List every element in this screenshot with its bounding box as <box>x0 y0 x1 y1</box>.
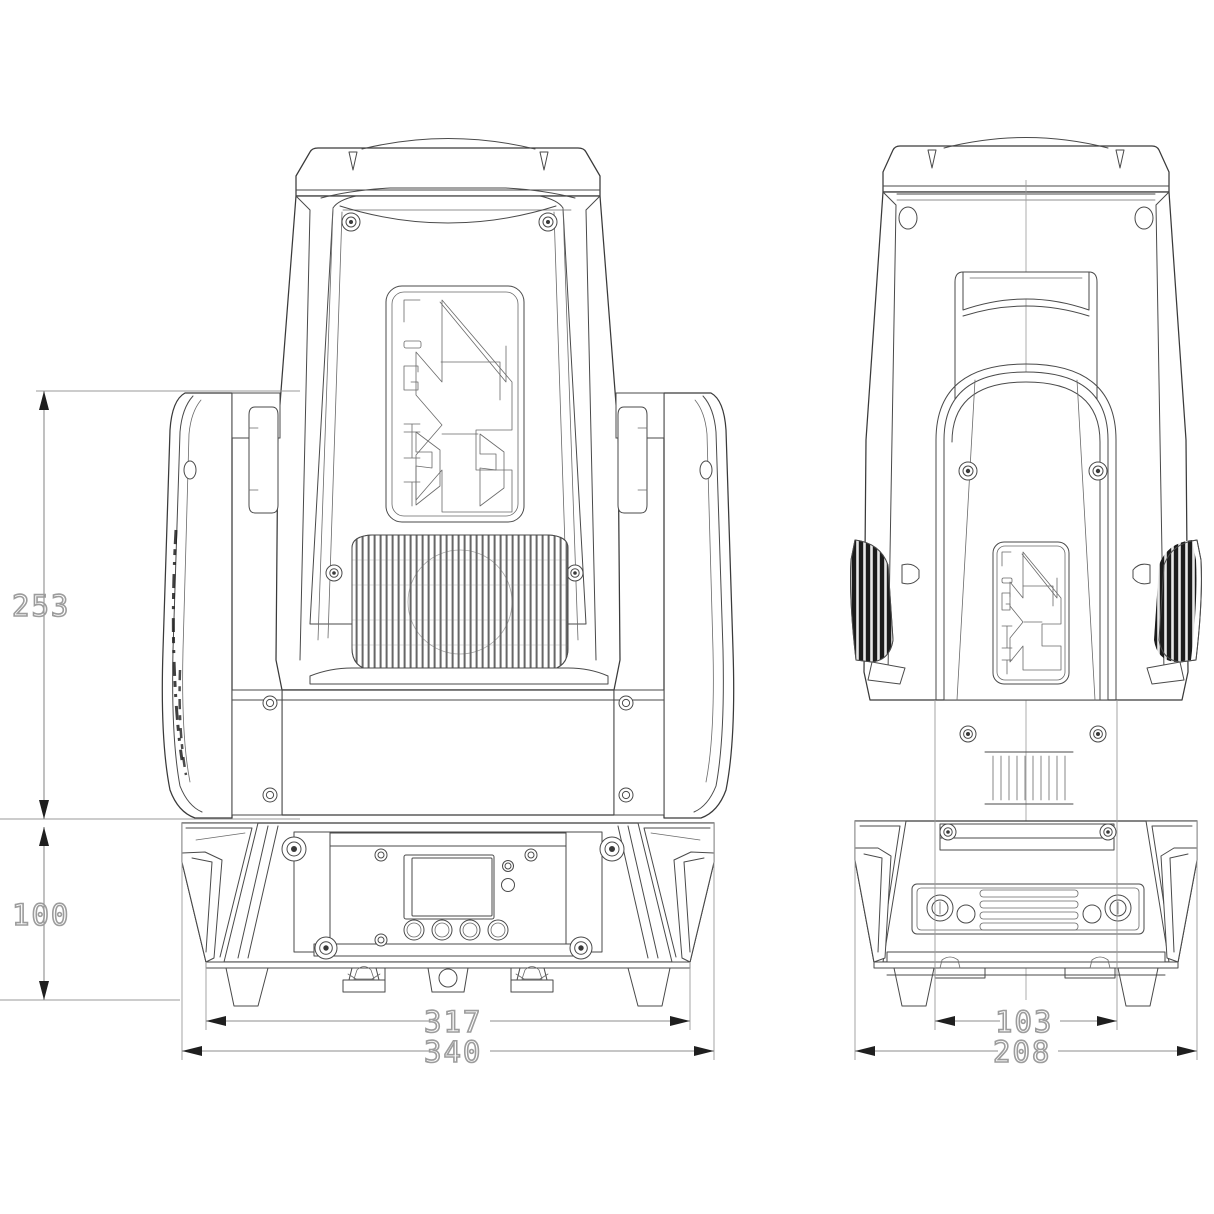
front-view <box>161 138 735 1007</box>
screw-panel-left <box>374 848 388 862</box>
screw-yoke-right-upper <box>618 695 634 711</box>
side-tab-left <box>901 563 920 585</box>
side-grille-right <box>1146 539 1202 685</box>
side-base-screw-left <box>939 823 957 841</box>
dim-317-label: 317 <box>424 1005 482 1039</box>
afx-mark <box>415 299 513 513</box>
dim-208: 208 <box>855 1034 1197 1070</box>
dimension-annotations: 253 100 317 340 <box>0 390 1198 1070</box>
side-screw-right <box>1088 461 1108 481</box>
screw-base-bottom-left <box>314 936 338 960</box>
afx-mark-side <box>1009 551 1062 671</box>
rear-vent-slats <box>979 889 1079 931</box>
base-underside-side <box>873 956 1179 1007</box>
logo-plate-front <box>385 285 525 523</box>
side-grille-left <box>850 539 906 685</box>
rear-connector-panel <box>911 883 1145 935</box>
screw-yoke-right-lower <box>618 787 634 803</box>
screw-yoke-left-upper <box>262 695 278 711</box>
side-screw-lower-left <box>959 725 977 743</box>
omega-bracket-right <box>510 966 554 993</box>
yoke-arm-left <box>161 392 283 819</box>
screw-yoke-left-lower <box>262 787 278 803</box>
lcd-display[interactable] <box>411 857 493 917</box>
screw-head-mid-right <box>566 564 584 582</box>
side-base-screw-right <box>1099 823 1117 841</box>
control-panel[interactable] <box>403 854 515 941</box>
logo-light-text-side <box>1001 551 1013 675</box>
connector-hole-left <box>956 904 976 924</box>
logo-light-text <box>403 299 422 507</box>
fan-grille-front <box>351 534 569 671</box>
dim-208-label: 208 <box>993 1035 1051 1069</box>
screw-head-top-right <box>538 212 558 232</box>
connector-hole-right <box>1082 904 1102 924</box>
side-screw-left <box>958 461 978 481</box>
menu-button-2[interactable] <box>431 919 453 941</box>
menu-button-4[interactable] <box>487 919 509 941</box>
head-bottom-skirt <box>281 667 615 816</box>
side-view <box>850 137 1202 1007</box>
screw-head-mid-left <box>325 564 343 582</box>
dim-103-label: 103 <box>995 1005 1053 1039</box>
screw-base-bottom-right <box>569 936 593 960</box>
dim-253: 253 <box>11 391 70 819</box>
dim-340: 340 <box>182 1034 714 1070</box>
screw-base-top-right <box>599 836 625 862</box>
dim-100-label: 100 <box>12 898 70 932</box>
yoke-arm-right <box>613 392 735 819</box>
menu-button-1[interactable] <box>403 919 425 941</box>
dim-253-label: 253 <box>12 589 70 623</box>
screw-head-top-left <box>341 212 361 232</box>
screw-panel-right <box>524 848 538 862</box>
base-housing-side <box>854 820 1198 963</box>
side-screw-lower-right <box>1089 725 1107 743</box>
side-vent-slots <box>984 751 1074 805</box>
menu-button-3[interactable] <box>459 919 481 941</box>
base-underside-front <box>205 961 691 1007</box>
side-tab-right <box>1132 563 1151 585</box>
dim-100: 100 <box>11 827 70 1000</box>
head-top-cap <box>295 138 601 197</box>
omega-bracket-left <box>342 966 386 993</box>
led-indicator-2 <box>501 878 515 892</box>
logo-plate-side <box>992 541 1070 685</box>
screw-base-top-left <box>281 836 307 862</box>
dim-103: 103 <box>935 1004 1117 1040</box>
dim-317: 317 <box>206 1004 690 1040</box>
dim-340-label: 340 <box>424 1035 482 1069</box>
screw-panel-left-lower <box>374 933 388 947</box>
